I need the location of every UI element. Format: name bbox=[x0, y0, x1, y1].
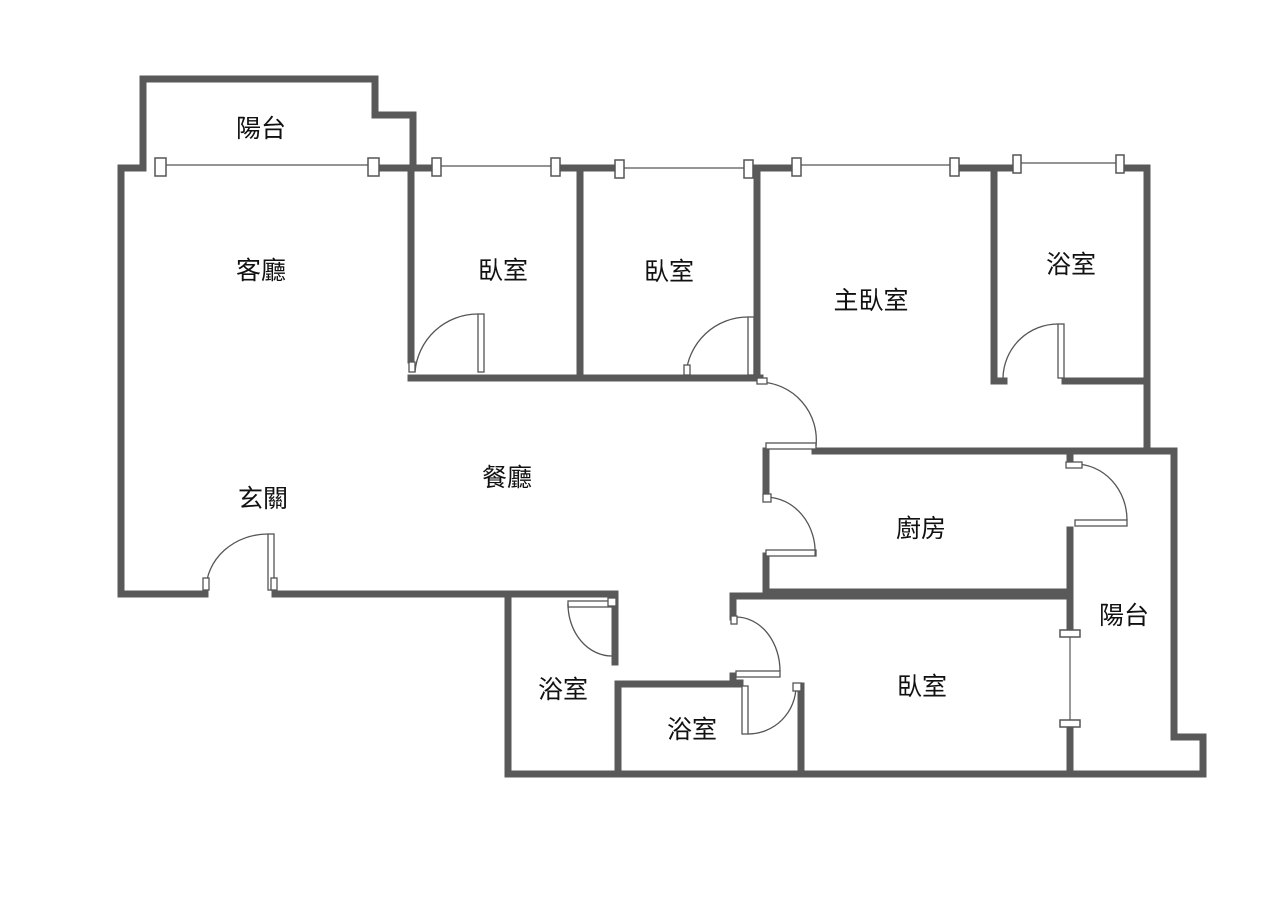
wall-bath-master-west bbox=[990, 164, 1008, 385]
wall-kitchen-west-bottom bbox=[762, 552, 1074, 596]
label-bathroom-3: 浴室 bbox=[667, 715, 717, 744]
door-jamb bbox=[607, 597, 617, 607]
label-entrance: 玄關 bbox=[238, 484, 288, 513]
door-swing bbox=[735, 616, 781, 672]
window-post bbox=[1059, 629, 1081, 638]
label-balcony-east: 陽台 bbox=[1099, 601, 1149, 630]
label-bedroom-2: 臥室 bbox=[644, 257, 694, 286]
label-dining-room: 餐廳 bbox=[482, 463, 532, 492]
door-jamb bbox=[762, 493, 772, 503]
door-jamb bbox=[408, 361, 416, 373]
window-post bbox=[614, 159, 625, 179]
doors bbox=[202, 313, 1128, 735]
window-post bbox=[550, 157, 561, 177]
door-swing bbox=[685, 316, 749, 376]
walls bbox=[117, 75, 1207, 778]
label-balcony-north: 陽台 bbox=[236, 114, 286, 143]
window-post bbox=[154, 157, 167, 177]
door-bathroom-2 bbox=[567, 600, 613, 608]
window-post bbox=[1012, 154, 1022, 174]
door-bedroom-1 bbox=[477, 313, 485, 373]
door-master-bedroom bbox=[765, 442, 817, 450]
room-labels: 陽台 客廳 臥室 臥室 主臥室 浴室 餐廳 玄關 廚房 陽台 浴室 浴室 臥室 bbox=[236, 114, 1149, 744]
window-post bbox=[1115, 154, 1125, 174]
door-bathroom-master bbox=[1057, 323, 1065, 379]
door-jamb bbox=[730, 615, 738, 625]
door-jamb bbox=[683, 364, 691, 376]
label-kitchen: 廚房 bbox=[896, 514, 946, 543]
door-kitchen bbox=[765, 549, 817, 557]
label-bathroom-2: 浴室 bbox=[538, 675, 588, 704]
door-jamb bbox=[792, 682, 802, 692]
door-bathroom-3 bbox=[741, 685, 749, 735]
windows bbox=[154, 154, 1125, 728]
door-jamb bbox=[202, 577, 210, 591]
door-bedroom-3 bbox=[735, 670, 781, 678]
label-bedroom-1: 臥室 bbox=[478, 256, 528, 285]
wall-master-south bbox=[504, 447, 1207, 778]
window-post bbox=[949, 157, 960, 177]
door-jamb bbox=[270, 577, 278, 591]
door-bedroom-2 bbox=[747, 316, 755, 376]
door-swing bbox=[747, 685, 797, 735]
wall-entrance-south bbox=[271, 590, 619, 666]
window-post bbox=[367, 157, 380, 177]
door-balcony-east bbox=[1074, 519, 1128, 527]
wall-west bbox=[117, 164, 209, 598]
door-swing bbox=[567, 603, 613, 657]
label-bedroom-3: 臥室 bbox=[897, 672, 947, 701]
window-post bbox=[743, 159, 754, 179]
door-jamb bbox=[756, 377, 768, 385]
door-swing bbox=[765, 496, 816, 557]
window-post bbox=[791, 157, 802, 177]
label-master-bedroom: 主臥室 bbox=[833, 286, 908, 315]
wall-top-5 bbox=[1116, 164, 1151, 455]
door-swing bbox=[205, 533, 269, 591]
window-post bbox=[1059, 719, 1081, 728]
label-bathroom-master: 浴室 bbox=[1046, 250, 1096, 279]
label-living-room: 客廳 bbox=[236, 256, 286, 285]
window-post bbox=[431, 157, 442, 177]
door-swing bbox=[1074, 463, 1128, 521]
door-swing bbox=[759, 381, 817, 447]
door-swing bbox=[1002, 323, 1059, 379]
door-jamb bbox=[1065, 461, 1083, 469]
door-swing bbox=[414, 313, 479, 373]
wall-bedroom3-north bbox=[729, 592, 1074, 621]
wall-balcony-north bbox=[139, 75, 417, 167]
